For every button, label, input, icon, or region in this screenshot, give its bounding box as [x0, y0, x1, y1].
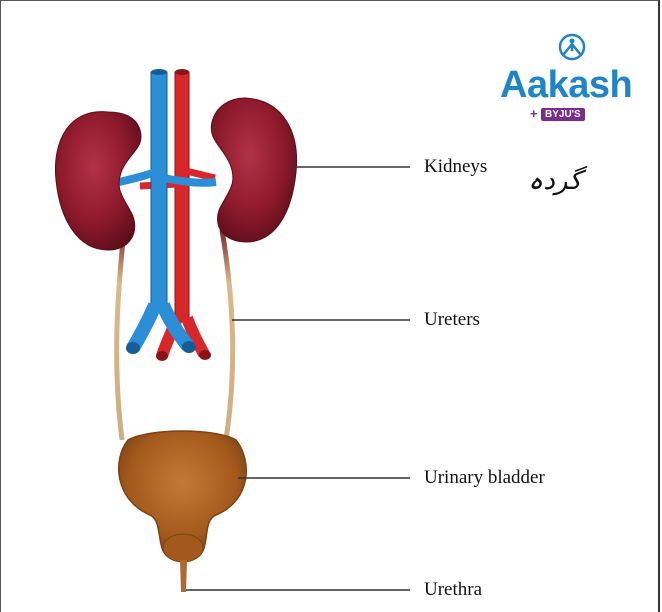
urethra-tube [180, 560, 187, 592]
left-ureter [117, 230, 124, 440]
right-kidney [211, 98, 296, 242]
right-ureter [222, 230, 233, 440]
label-ureters: Ureters [424, 309, 480, 331]
left-iliac-vein [133, 305, 155, 348]
label-kidneys: Kidneys [424, 156, 487, 178]
byjus-badge: BYJU'S [541, 108, 585, 121]
logo-plus-sign: + [530, 106, 538, 121]
aakash-logo-wordmark: Aakash [500, 64, 632, 107]
vena-cava [151, 72, 167, 312]
label-kidneys-urdu: گردہ [528, 166, 582, 196]
bladder-neck [163, 534, 203, 562]
aakash-logo-icon [560, 35, 584, 59]
aorta [175, 72, 189, 322]
label-urethra: Urethra [424, 579, 482, 601]
right-renal-vein [163, 178, 216, 183]
label-urinary-bladder: Urinary bladder [424, 467, 545, 489]
